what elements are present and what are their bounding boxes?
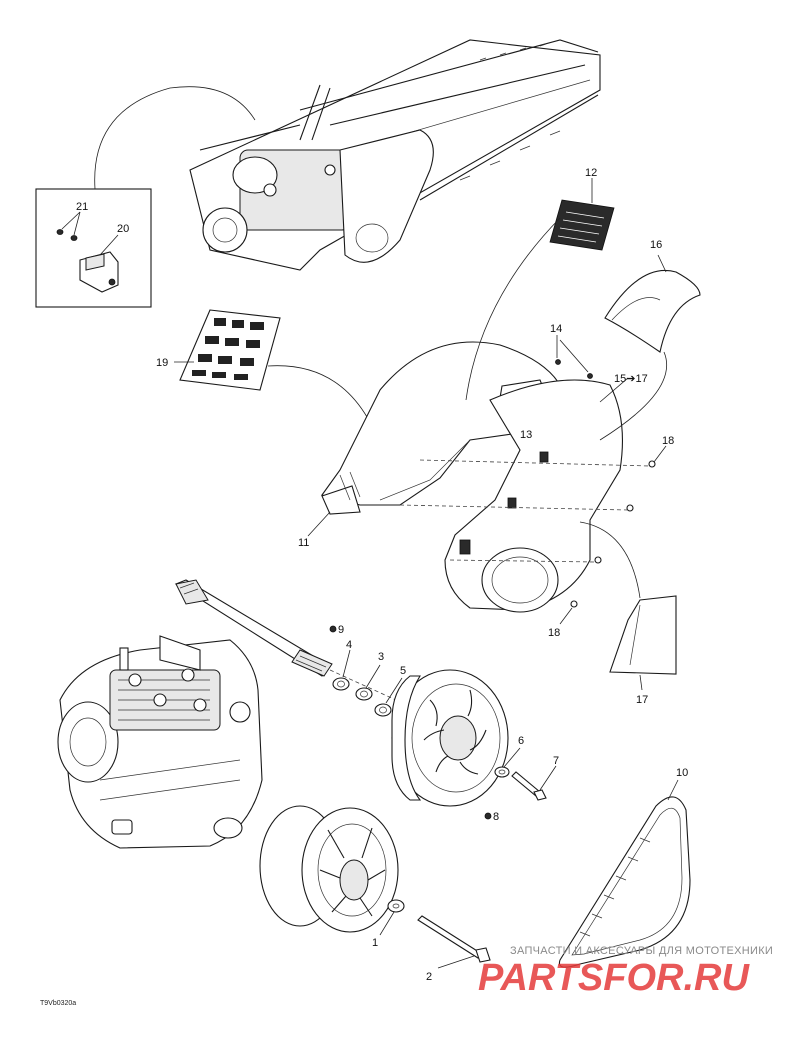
bolt-part-7 [484,765,557,820]
callout-7: 7 [553,755,559,767]
callout-16: 16 [650,239,662,251]
watermark-logo: PARTSFOR.RU [478,957,750,999]
callout-12: 12 [585,167,597,179]
callout-11: 11 [298,537,309,549]
outer-belt-guard-part-15 [444,377,629,613]
callout-4: 4 [346,639,352,651]
callout-1: 1 [372,937,378,949]
guard-insert-part-17 [579,521,677,691]
spacer-part-3 [355,664,381,701]
drive-pulley-illustration [391,669,509,807]
callout-18-upper: 18 [662,435,674,447]
bolt-part-2 [417,915,491,969]
bracket-part-20 [79,251,119,293]
screw-part-18 [399,445,667,625]
callout-13: 13 [520,429,532,441]
callout-20: 20 [117,223,129,235]
belt-guard-part-11 [307,217,561,537]
spacer-part-5 [374,677,403,717]
callout-19: 19 [156,357,168,369]
callout-5: 5 [400,665,406,677]
callout-17: 17 [636,694,648,706]
decal-part-19 [174,309,389,471]
guard-insert-part-16 [599,254,701,441]
callout-9: 9 [338,624,344,636]
decal-part-12 [549,178,615,251]
spacer-part-4 [332,649,351,691]
callout-8: 8 [493,811,499,823]
callout-10: 10 [676,767,688,779]
washer-part-1 [379,899,405,936]
drive-belt-part-10 [558,779,691,968]
callout-18-lower: 18 [548,627,560,639]
snowmobile-frame-illustration [189,39,601,271]
screw-part-21 [56,229,78,241]
watermark-tagline: ЗАПЧАСТИ И АКСЕСУАРЫ ДЛЯ МОТОТЕХНИКИ [510,945,773,957]
callout-21: 21 [76,201,88,213]
engine-illustration [57,635,263,849]
callout-6: 6 [518,735,524,747]
callout-15-17: 15➔17 [614,373,648,385]
callout-2: 2 [426,971,432,983]
callout-labels: 1 2 3 4 5 6 7 8 9 10 11 12 13 14 15➔17 1… [76,167,688,983]
driven-pulley-illustration [259,805,399,933]
washer-part-6 [494,747,521,778]
watermark: ЗАПЧАСТИ И АКСЕСУАРЫ ДЛЯ МОТОТЕХНИКИ PAR… [478,945,773,999]
figure-code: T9Vb0320a [40,1000,76,1007]
callout-14: 14 [550,323,562,335]
callout-3: 3 [378,651,384,663]
detail-inset-box [35,86,256,308]
screw-part-14 [555,335,593,379]
